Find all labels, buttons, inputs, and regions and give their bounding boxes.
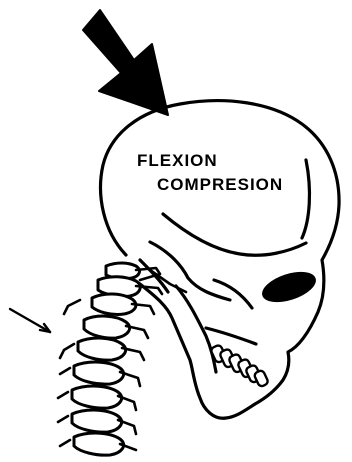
zygomatic-line: [150, 242, 230, 300]
label-compression: COMPRESION: [157, 175, 283, 194]
cheek-line: [214, 280, 252, 308]
teeth: [210, 344, 269, 387]
jaw-line: [206, 328, 256, 344]
force-arrow-icon: [83, 10, 168, 115]
cranium-outline: [101, 101, 340, 419]
orbit-cavity: [258, 266, 319, 308]
cervical-spine: [72, 263, 140, 455]
skull: [101, 101, 340, 419]
orbit-upper: [163, 214, 306, 255]
pointer-arrow-icon: [10, 309, 50, 332]
orbit-back: [302, 160, 309, 238]
label-flexion: FLEXION: [137, 151, 218, 170]
